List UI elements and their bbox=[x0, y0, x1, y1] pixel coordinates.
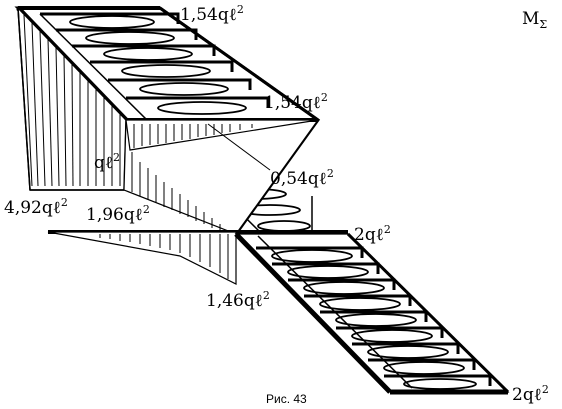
lower-horizontal-member bbox=[47, 230, 348, 285]
label-left-bottom: 4,92qℓ2 bbox=[4, 196, 68, 218]
label-left-ql: qℓ2 bbox=[94, 151, 120, 173]
lower-beam-ellipses bbox=[271, 249, 477, 390]
label-left-mid: 1,96qℓ2 bbox=[86, 203, 150, 225]
labels: 1,54qℓ2 1,54qℓ2 qℓ2 0,54qℓ2 4,92qℓ2 1,96… bbox=[4, 3, 549, 406]
figure-caption: Рис. 43 bbox=[266, 392, 307, 406]
leader-054 bbox=[207, 123, 271, 171]
diagram-title: MΣ bbox=[522, 9, 547, 31]
middle-hatch bbox=[131, 124, 253, 231]
lower-left-hatch bbox=[99, 234, 229, 279]
label-right-2ql-upper: 2qℓ2 bbox=[354, 223, 391, 245]
left-hatch bbox=[23, 14, 121, 187]
label-right-2ql-lower: 2qℓ2 bbox=[512, 383, 549, 405]
lower-beam-steps bbox=[256, 246, 492, 386]
label-top-right: 1,54qℓ2 bbox=[180, 3, 244, 25]
label-mid-right: 1,54qℓ2 bbox=[264, 91, 328, 113]
label-center-054: 0,54qℓ2 bbox=[270, 167, 334, 189]
label-lower-146: 1,46qℓ2 bbox=[206, 289, 270, 311]
